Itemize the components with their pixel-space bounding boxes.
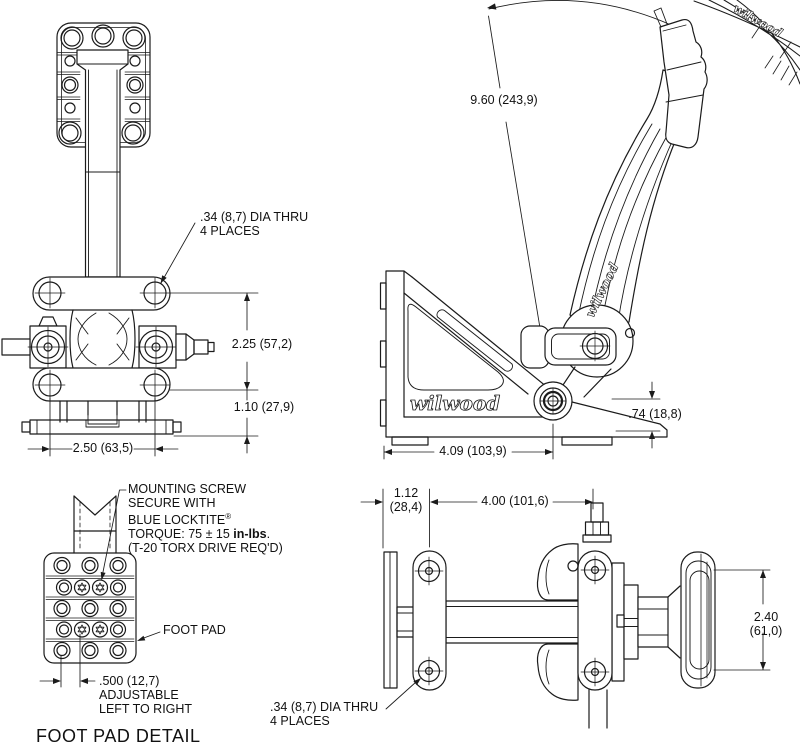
side-dim-pedal-travel: 9.60 (243,9)	[468, 93, 540, 108]
side-dim-base-length: 4.09 (103,9)	[439, 444, 507, 458]
footpad-adjust-note: ADJUSTABLE LEFT TO RIGHT	[99, 688, 193, 716]
front-hole-note: .34 (8,7) DIA THRU 4 PLACES	[200, 210, 309, 238]
foot-pad-label: FOOT PAD	[163, 623, 226, 637]
mounting-screw-note-line4: TORQUE: 75 ± 15 in-lbs.	[128, 526, 271, 541]
wilwood-logo-bracket: wilwood	[410, 391, 500, 415]
top-dim-pad-width: 2.40 (61,0)	[749, 610, 783, 638]
mounting-screw-note-line2: SECURE WITH	[128, 495, 216, 510]
top-view-drawing	[383, 502, 716, 729]
footpad-detail-drawing	[43, 495, 137, 664]
front-view-dimensions	[27, 222, 259, 457]
top-dim-flange-offset: 1.12 (28,4)	[389, 486, 423, 514]
front-dim-lower-height: 1.10 (27,9)	[233, 400, 295, 414]
front-view-drawing	[1, 22, 215, 435]
side-view-dimensions	[383, 381, 661, 460]
side-dim-pivot-height: .74 (18,8)	[628, 407, 682, 421]
side-view-drawing	[379, 0, 800, 446]
detail-title: FOOT PAD DETAIL	[36, 726, 201, 746]
top-view-dimensions	[360, 488, 771, 710]
footpad-dim-adjust: .500 (12,7)	[99, 674, 160, 688]
mounting-screw-note-line1: MOUNTING SCREW	[128, 482, 247, 496]
wilwood-logo-pedal-corner: wilwood	[731, 1, 785, 41]
mounting-screw-note-line5: (T-20 TORX DRIVE REQ'D)	[128, 540, 283, 555]
mounting-screw-note-line3: BLUE LOCKTITE®	[128, 512, 232, 528]
top-dim-mount-length: 4.00 (101,6)	[481, 494, 549, 508]
front-dim-width: 2.50 (63,5)	[72, 441, 134, 455]
top-hole-note: .34 (8,7) DIA THRU 4 PLACES	[270, 700, 379, 728]
registered-mark: ®	[225, 512, 232, 522]
dimension-arrowheads	[42, 3, 766, 686]
front-dim-upper-height: 2.25 (57,2)	[231, 337, 293, 351]
mounting-screw-note: MOUNTING SCREW SECURE WITH BLUE LOCKTITE…	[128, 482, 283, 555]
